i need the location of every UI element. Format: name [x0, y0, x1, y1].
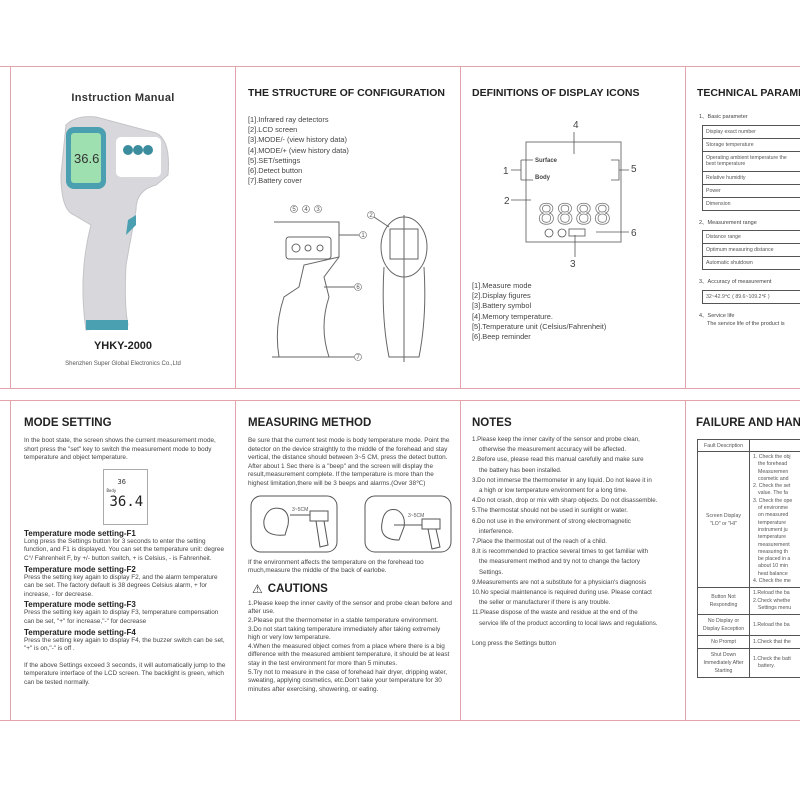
- icon-definition: [5].Temperature unit (Celsius/Fahrenheit…: [472, 321, 607, 331]
- icons-panel: DEFINITIONS OF DISPLAY ICONS Surface Bod…: [461, 67, 685, 388]
- note-line: the seller or manufacturer if there is a…: [479, 599, 611, 607]
- company-name: Shenzhen Super Global Electronics Co.,Lt…: [65, 361, 181, 367]
- icon-definition: [6].Beep reminder: [472, 332, 531, 342]
- svg-text:3~5CM: 3~5CM: [408, 513, 424, 519]
- note-line: the measurement method and try not to ch…: [479, 558, 640, 566]
- svg-text:3: 3: [570, 259, 576, 270]
- failure-title: FAILURE AND HANDLING: [696, 417, 800, 429]
- note-line: 9.Measurements are not a substitute for …: [472, 578, 647, 586]
- table-row: Screen Display "LO" or "HI"1. Check the …: [697, 450, 800, 589]
- svg-text:8888: 8888: [538, 198, 613, 231]
- svg-text:2: 2: [369, 213, 373, 219]
- icon-definition: [1].Measure mode: [472, 281, 532, 290]
- warning-icon: ⚠: [252, 581, 263, 596]
- lcd-icon-diagram: Surface Body 8888 1 2 3 4 5 6: [503, 120, 637, 270]
- structure-item: [5].SET/settings: [248, 155, 301, 165]
- note-line: service life of the product according to…: [479, 619, 658, 627]
- svg-text:3: 3: [316, 207, 320, 213]
- note-line: 7.Place the thermostat out of the reach …: [472, 538, 607, 546]
- lcd-reading: 36.6: [74, 151, 99, 166]
- notes-footer: Long press the Settings button: [472, 639, 556, 647]
- structure-item: [7].Battery cover: [248, 176, 302, 186]
- section-heading: 4、Service life: [699, 312, 735, 319]
- note-line: 4.Do not crash, drop or mix with sharp o…: [472, 497, 658, 505]
- structure-panel: THE STRUCTURE OF CONFIGURATION [1].Infra…: [236, 67, 460, 388]
- structure-item: [6].Detect button: [248, 166, 303, 176]
- section-heading: 1、Basic parameter: [699, 114, 748, 120]
- divider: [0, 400, 800, 401]
- svg-text:Body: Body: [535, 175, 551, 181]
- technical-panel: TECHNICAL PARAMETER 1、Basic parameter Di…: [686, 67, 800, 388]
- note-line: 2.Before use, please read this manual ca…: [472, 456, 644, 464]
- structure-item: [2].LCD screen: [248, 125, 298, 135]
- thermometer-image: 36.6: [60, 116, 169, 331]
- note-line: Settings.: [479, 568, 504, 576]
- divider: [0, 720, 800, 721]
- cover-panel: Instruction Manual 36.6 YHKY-2000 Shenzh…: [11, 67, 235, 388]
- measuring-panel: MEASURING METHOD Be sure that the curren…: [248, 417, 452, 693]
- cautions-title: CAUTIONS: [267, 582, 328, 595]
- svg-text:3~5CM: 3~5CM: [292, 507, 308, 513]
- note-line: 5.The thermostat should not be used in s…: [472, 507, 628, 515]
- note-line: interference.: [479, 527, 514, 535]
- note-line: 8.It is recommended to practice several …: [472, 548, 649, 556]
- structure-item: [3].MODE/- (view history data): [248, 135, 347, 145]
- note-line: 11.Please dispose of the waste and resid…: [472, 609, 638, 617]
- icon-definition: [4].Memory temperature.: [472, 311, 553, 321]
- notes-title: NOTES: [472, 417, 512, 429]
- model-name: YHKY-2000: [93, 340, 153, 352]
- divider: [0, 66, 800, 67]
- earlobe-measure-image: 3~5CM: [364, 495, 452, 553]
- note-line: a high or low temperature environment fo…: [479, 487, 628, 495]
- divider: [0, 388, 800, 389]
- svg-text:1: 1: [503, 166, 509, 177]
- svg-text:6: 6: [356, 285, 360, 291]
- svg-text:7: 7: [356, 355, 360, 361]
- note-line: 6.Do not use in the environment of stron…: [472, 517, 631, 525]
- note-line: 3.Do not immerse the thermometer in any …: [472, 476, 652, 484]
- measuring-title: MEASURING METHOD: [248, 417, 372, 429]
- structure-item: [4].MODE/+ (view history data): [248, 145, 349, 155]
- icons-title: DEFINITIONS OF DISPLAY ICONS: [472, 87, 640, 99]
- failure-panel: FAILURE AND HANDLING Fault Description S…: [686, 401, 800, 720]
- structure-title: THE STRUCTURE OF CONFIGURATION: [248, 87, 445, 99]
- section-heading: 2、Measurement range: [699, 219, 757, 226]
- note-line: 10.No special maintenance is required du…: [472, 589, 652, 597]
- icon-definition: [2].Display figures: [472, 291, 531, 301]
- svg-text:4: 4: [573, 120, 579, 131]
- structure-item: [1].Infrared ray detectors: [248, 115, 329, 124]
- note-line: 1.Please keep the inner cavity of the se…: [472, 436, 640, 443]
- note-line: otherwise the measurement accuracy will …: [479, 446, 627, 454]
- mode-panel: MODE SETTING In the boot state, the scre…: [24, 417, 226, 686]
- forehead-measure-image: 3~5CM: [250, 495, 338, 553]
- svg-text:6: 6: [631, 228, 637, 239]
- notes-panel: NOTES 1.Please keep the inner cavity of …: [461, 401, 685, 720]
- svg-text:5: 5: [631, 164, 637, 175]
- technical-title: TECHNICAL PARAMETER: [697, 87, 800, 99]
- structure-diagram: 5 4 3 1 2 6 7: [272, 205, 428, 362]
- note-line: the battery has been installed.: [479, 466, 562, 474]
- svg-text:5: 5: [292, 207, 296, 213]
- svg-text:4: 4: [304, 207, 308, 213]
- cover-title: Instruction Manual: [71, 92, 175, 104]
- mode-title: MODE SETTING: [24, 417, 112, 429]
- svg-text:1: 1: [361, 233, 365, 239]
- svg-text:2: 2: [504, 196, 510, 207]
- svg-text:Surface: Surface: [535, 158, 558, 164]
- mode-lcd-image: 36 Body 36.4: [102, 468, 148, 525]
- icon-definition: [3].Battery symbol: [472, 301, 532, 311]
- section-heading: 3、Accuracy of measurement: [699, 279, 772, 286]
